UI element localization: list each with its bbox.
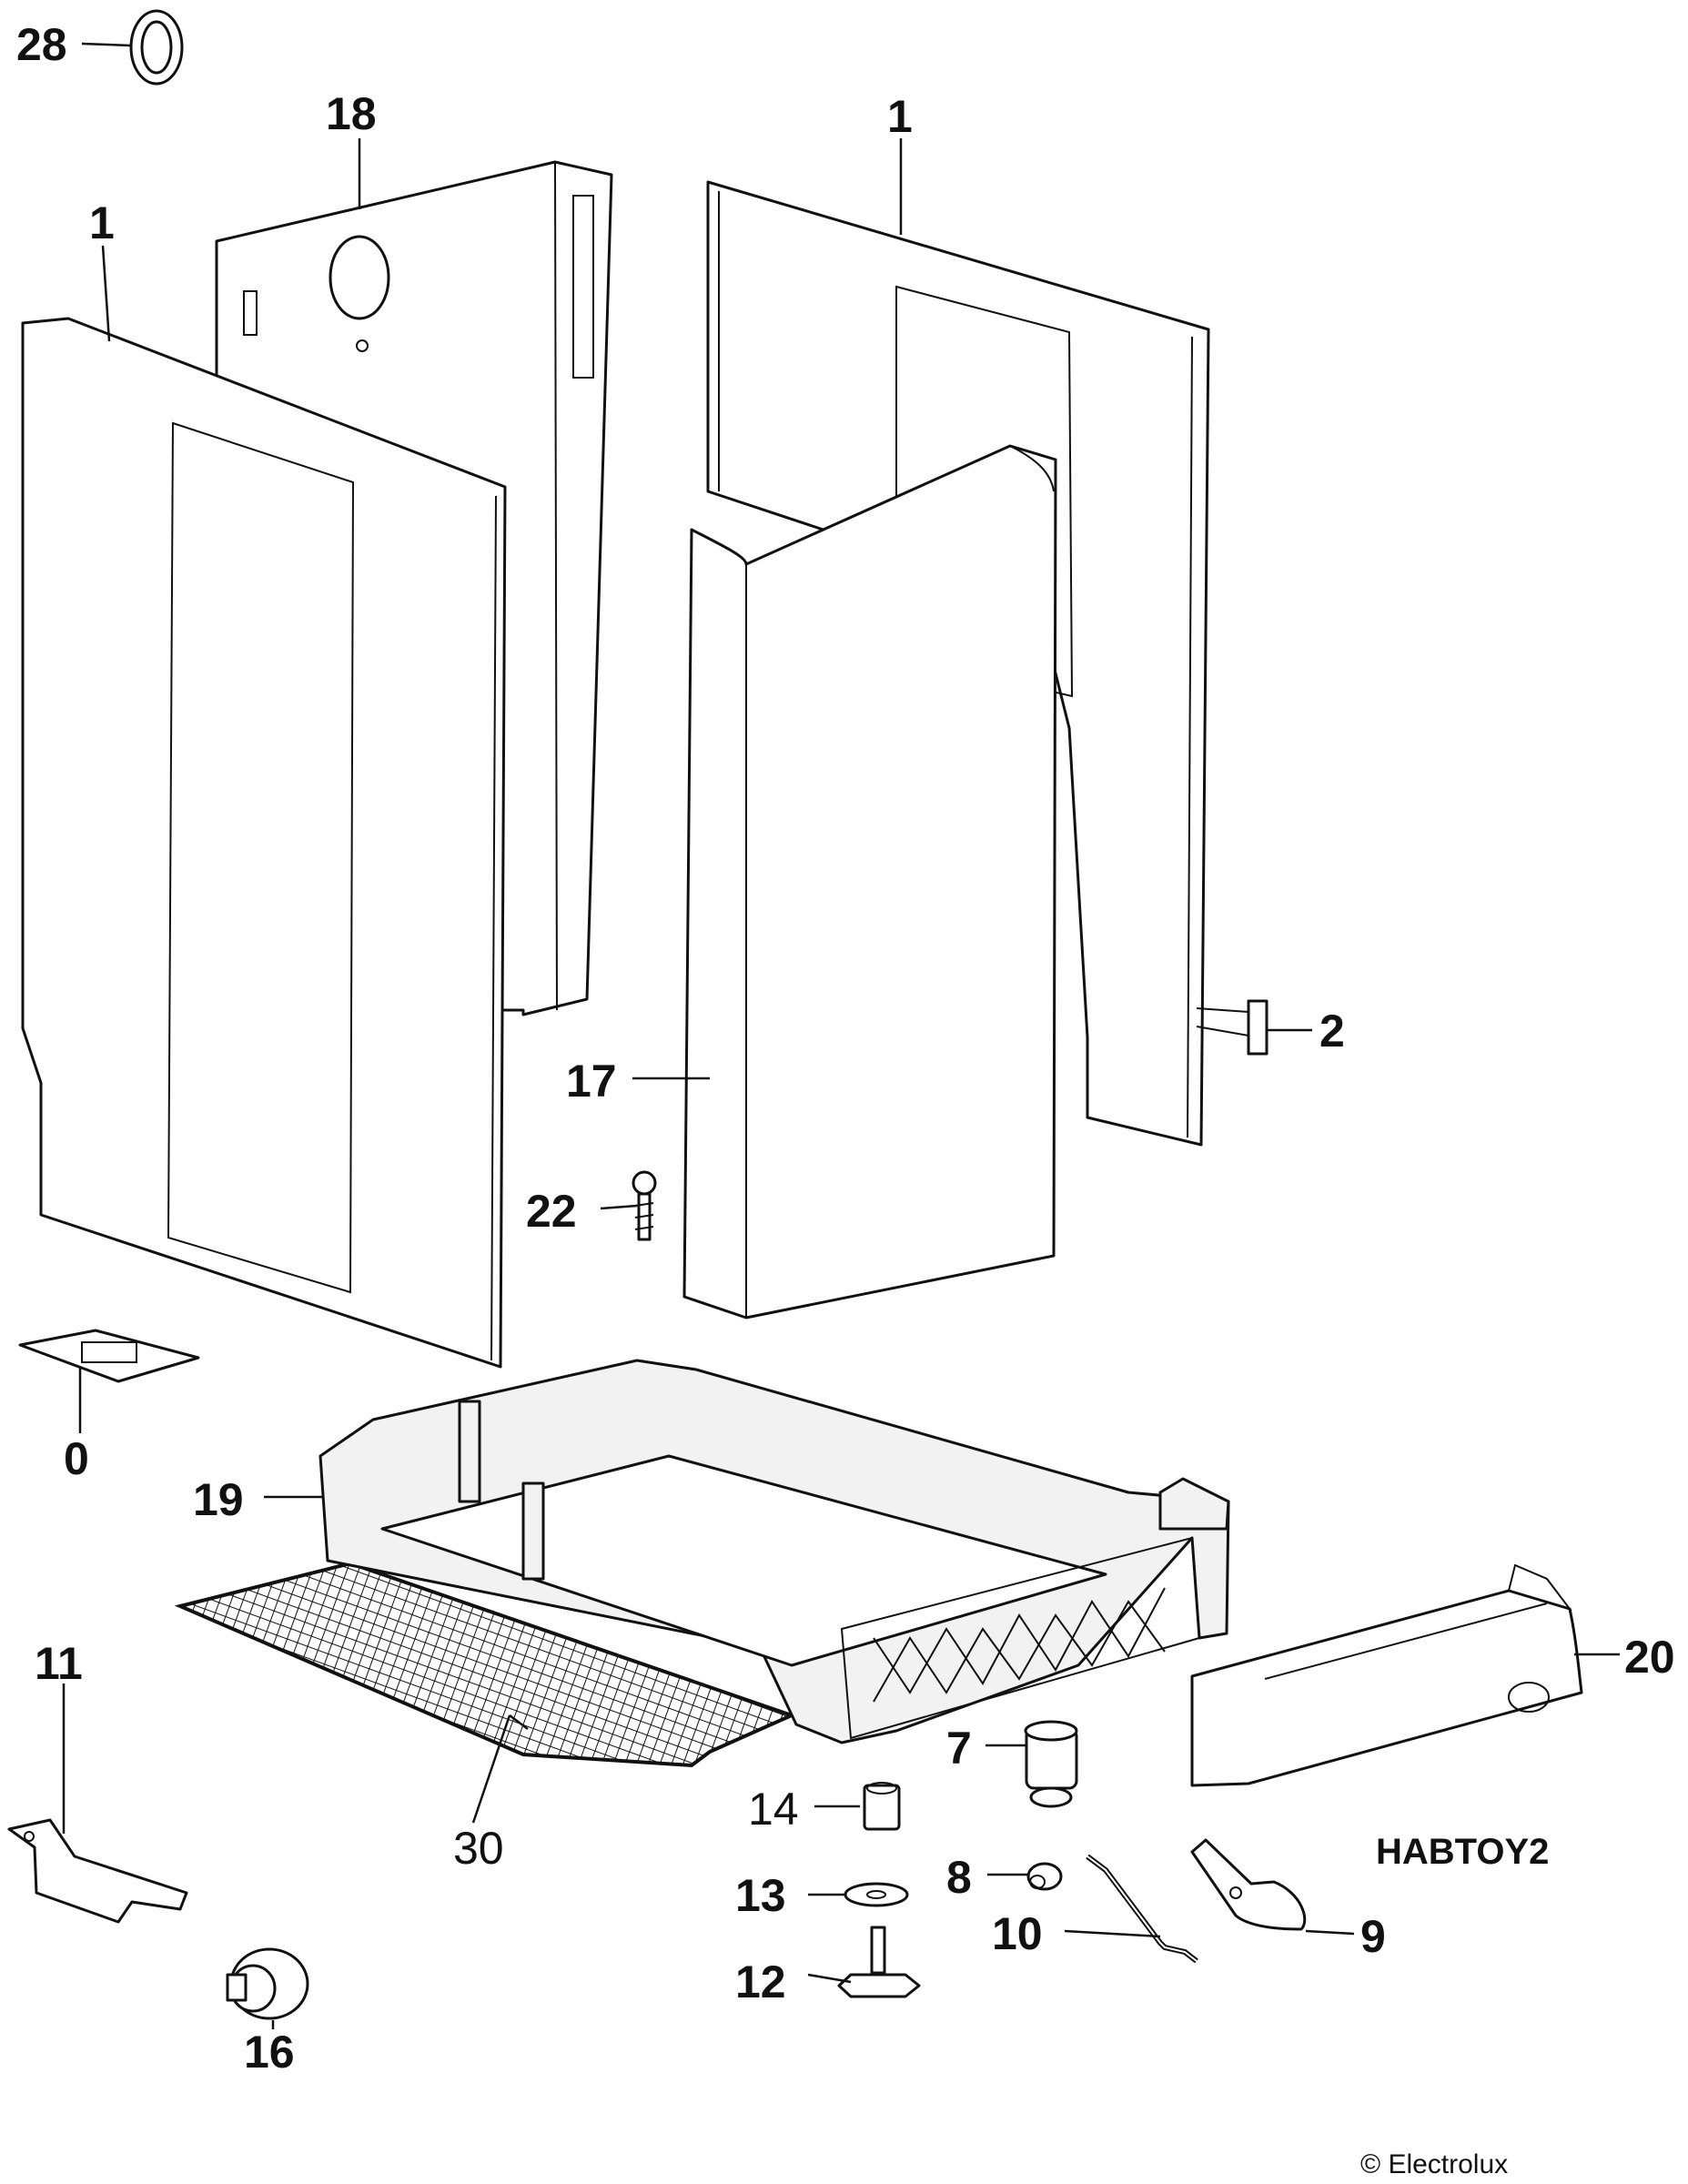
part-13-washer [844,1882,909,1907]
part-1-left-side-panel [21,317,507,1369]
label-20: 20 [1624,1632,1675,1683]
label-19: 19 [193,1474,244,1525]
part-7-foot-cap [1024,1720,1078,1808]
part-11-bracket [7,1818,188,1924]
label-2: 2 [1319,1006,1345,1057]
label-28: 28 [16,19,67,70]
part-0-plate [18,1329,200,1383]
label-16: 16 [244,2027,295,2078]
label-14: 14 [748,1784,799,1835]
label-0: 0 [64,1433,89,1484]
label-9: 9 [1360,1911,1386,1962]
label-18: 18 [326,88,377,139]
part-20-plinth [1190,1563,1583,1787]
part-8-bushing [1026,1862,1063,1891]
part-16-foot [226,1947,309,2020]
label-13: 13 [735,1870,786,1921]
part-labels: 28 18 1 1 2 17 22 0 19 20 11 7 14 8 30 1… [16,19,1675,2179]
leader-lines [62,42,1620,2029]
part-14-nut [863,1782,901,1831]
label-11: 11 [35,1638,83,1689]
label-8: 8 [946,1852,972,1903]
part-10-wire-spring [1086,1854,1198,1964]
label-17: 17 [566,1056,617,1107]
label-1-right: 1 [887,91,913,142]
part-19-base-frame [318,1359,1230,1744]
diagram-code: HABTOY2 [1376,1832,1549,1872]
copyright-notice: © Electrolux [1360,2149,1508,2179]
label-10: 10 [992,1908,1043,1959]
part-2-clip [1196,999,1269,1056]
part-28-ring [129,9,184,86]
label-22: 22 [526,1186,577,1237]
part-22-screw [632,1170,657,1241]
label-12: 12 [735,1956,786,2007]
label-30: 30 [453,1823,504,1874]
part-9-lever [1190,1838,1307,1931]
part-17-corner-cover [682,444,1057,1320]
part-12-leveling-foot [837,1926,921,1998]
label-7: 7 [946,1723,972,1774]
label-1-left: 1 [89,197,115,248]
